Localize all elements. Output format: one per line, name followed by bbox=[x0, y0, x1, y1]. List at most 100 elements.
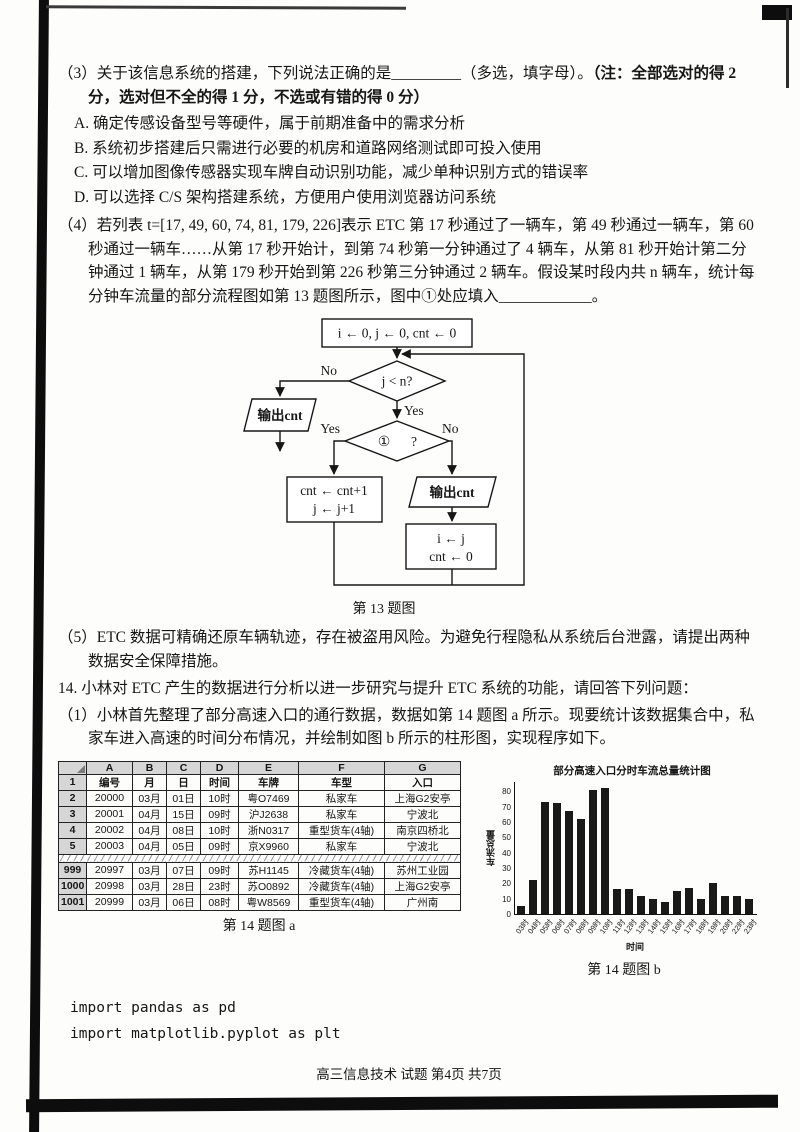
flowchart-init-label: i ← 0, j ← 0, cnt ← 0 bbox=[338, 326, 457, 341]
table-cell: 重型货车(4轴) bbox=[298, 821, 385, 839]
table-cell: 宁波北 bbox=[384, 805, 461, 823]
flowchart-output-left-label: 输出cnt bbox=[258, 407, 303, 423]
question-4-stem: （4）若列表 t=[17, 49, 60, 74, 81, 179, 226]表… bbox=[58, 217, 755, 305]
question-3-option-b: B. 系统初步搭建后只需进行必要的机房和道路网络测试即可投入使用 bbox=[74, 139, 542, 157]
x-tick-label: 14时 bbox=[646, 917, 663, 936]
table-cell: 私家车 bbox=[298, 789, 385, 807]
x-tick-label: 18时 bbox=[694, 917, 711, 936]
scan-corner-mark bbox=[762, 5, 792, 20]
row-number: 3 bbox=[58, 805, 87, 823]
flowchart-reset-box bbox=[405, 523, 497, 570]
table-cell: 私家车 bbox=[298, 837, 385, 855]
select-all-icon bbox=[77, 764, 85, 773]
table-cell: 15日 bbox=[166, 805, 201, 823]
table-cell: 上海G2安亭 bbox=[384, 877, 461, 895]
x-tick-label: 07时 bbox=[562, 917, 579, 936]
bar bbox=[577, 818, 585, 914]
x-tick-label: 16时 bbox=[670, 917, 687, 936]
x-tick-label: 11时 bbox=[610, 917, 627, 936]
question-3-text: （3）关于该信息系统的搭建，下列说法正确的是_________（多选，填字母）。 bbox=[58, 65, 593, 82]
column-letter: G bbox=[384, 760, 461, 775]
column-letter: D bbox=[200, 760, 239, 775]
table-cell: 04月 bbox=[132, 821, 167, 839]
question-14-part1: （1）小林首先整理了部分高速入口的通行数据，数据如第 14 题图 a 所示。现要… bbox=[58, 706, 755, 748]
omitted-rows-break bbox=[58, 853, 461, 863]
chart-y-axis-label: 车流总量 bbox=[486, 830, 496, 867]
scan-edge-left bbox=[28, 0, 50, 1132]
row-number: 1 bbox=[58, 773, 87, 791]
x-tick-label: 19时 bbox=[706, 917, 723, 936]
figure-b-caption: 第 14 题图 b bbox=[587, 962, 661, 978]
row-number: 999 bbox=[58, 861, 87, 879]
y-tick-label: 10 bbox=[502, 894, 511, 904]
table-cell: 苏O0892 bbox=[238, 877, 299, 895]
bar bbox=[697, 898, 705, 914]
table-cell: 03月 bbox=[132, 861, 167, 879]
flowchart-yes-1-label: Yes bbox=[404, 403, 424, 418]
bar bbox=[661, 901, 669, 914]
table-cell: 03月 bbox=[132, 789, 167, 807]
table-cell: 09时 bbox=[200, 861, 239, 879]
flowchart-question-mark: ? bbox=[411, 434, 417, 449]
bar bbox=[685, 887, 693, 914]
flowchart-condition-2-diamond bbox=[343, 420, 451, 462]
flowchart-output-left-parallelogram bbox=[243, 398, 317, 432]
column-letter: F bbox=[298, 760, 385, 775]
bar bbox=[601, 787, 609, 914]
row-number: 1000 bbox=[58, 877, 87, 895]
column-letter-row: A B C D E F G bbox=[58, 760, 461, 775]
table-cell: 03月 bbox=[132, 877, 167, 895]
question-3-options: A. 确定传感设备型号等硬件，属于前期准备中的需求分析 B. 系统初步搭建后只需… bbox=[58, 112, 760, 210]
bar bbox=[649, 898, 657, 914]
header-cell: 日 bbox=[166, 773, 201, 791]
table-cell: 09时 bbox=[200, 837, 239, 855]
y-tick-label: 0 bbox=[506, 909, 511, 919]
header-cell: 编号 bbox=[86, 773, 133, 791]
code-line: import pandas as pd bbox=[70, 999, 236, 1016]
scan-edge-top bbox=[45, 5, 407, 10]
x-tick-label: 22时 bbox=[730, 917, 747, 936]
table-cell: 05日 bbox=[166, 837, 201, 855]
bar bbox=[745, 898, 753, 914]
table-cell: 冷藏货车(4轴) bbox=[298, 861, 385, 879]
header-cell: 入口 bbox=[384, 773, 461, 791]
code-line: import matplotlib.pyplot as plt bbox=[70, 1026, 341, 1043]
bar bbox=[541, 801, 549, 914]
table-cell: 28日 bbox=[166, 877, 201, 895]
flowchart-output-right-parallelogram bbox=[408, 476, 497, 508]
page-footer: 高三信息技术 试题 第4页 共7页 bbox=[316, 1067, 502, 1083]
flowchart-increment-box bbox=[286, 476, 383, 523]
table-cell: 20003 bbox=[86, 837, 133, 855]
flowchart-yes-2-label: Yes bbox=[320, 421, 340, 436]
bar bbox=[565, 810, 573, 914]
header-cell: 车型 bbox=[298, 773, 385, 791]
x-tick-label: 12时 bbox=[622, 917, 639, 936]
chart-x-axis-label: 时间 bbox=[625, 941, 644, 952]
flowchart-reset-line-1: i ← j bbox=[437, 531, 465, 546]
table-cell: 10时 bbox=[200, 821, 239, 839]
x-tick-label: 06时 bbox=[550, 917, 567, 936]
column-letter: A bbox=[86, 760, 133, 775]
bar bbox=[709, 882, 717, 914]
x-tick-label: 09时 bbox=[586, 917, 603, 936]
table-cell: 粤W8569 bbox=[238, 893, 299, 911]
table-cell: 04月 bbox=[132, 805, 167, 823]
table-cell: 苏H1145 bbox=[238, 861, 299, 879]
flowchart-increment-line-1: cnt ← cnt+1 bbox=[300, 483, 368, 498]
question-14-stem: 14. 小林对 ETC 产生的数据进行分析以进一步研究与提升 ETC 系统的功能… bbox=[58, 680, 698, 698]
table-cell: 08日 bbox=[166, 821, 201, 839]
row-number: 1001 bbox=[58, 893, 87, 911]
code-block: import pandas as pd import matplotlib.py… bbox=[70, 995, 760, 1047]
table-cell: 南京四桥北 bbox=[384, 821, 461, 839]
